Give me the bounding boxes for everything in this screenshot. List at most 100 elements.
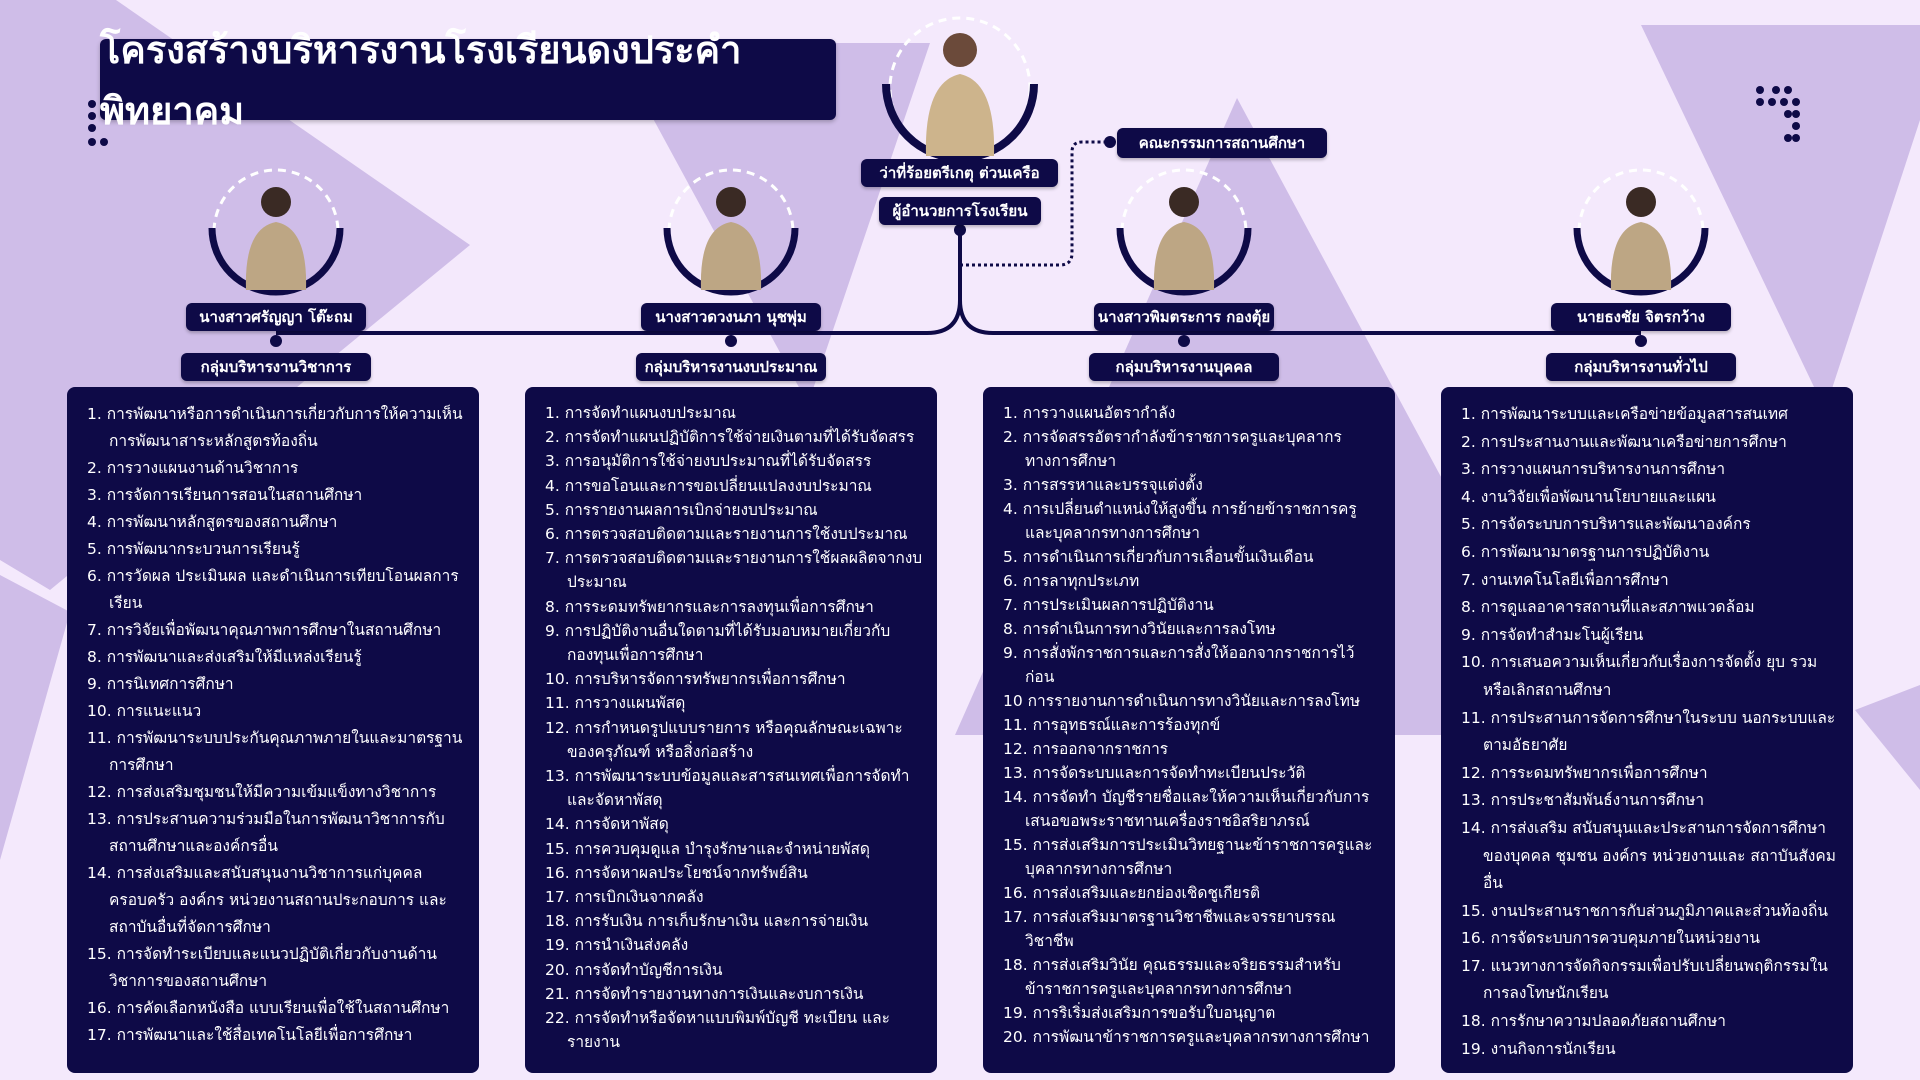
duty-item: 6. การวัดผล ประเมินผล และดำเนินการเทียบโ… xyxy=(87,567,459,612)
person-avatar-icon xyxy=(208,168,344,296)
duty-item: 14. การจัดหาพัสดุ xyxy=(545,815,669,834)
duty-item: 1. การจัดทำแผนงบประมาณ xyxy=(545,404,737,422)
duty-item: 2. การวางแผนงานด้านวิชาการ xyxy=(87,459,299,477)
duty-item: 4. งานวิจัยเพื่อพัฒนานโยบายและแผน xyxy=(1461,487,1716,506)
duty-item: 16. การจัดหาผลประโยชน์จากทรัพย์สิน xyxy=(545,863,808,882)
duty-item: 6. การตรวจสอบติดตามและรายงานการใช้งบประม… xyxy=(545,525,908,544)
duty-item: 7. การวิจัยเพื่อพัฒนาคุณภาพการศึกษาในสถา… xyxy=(87,621,442,639)
duty-item: 12. การกำหนดรูปแบบรายการ หรือคุณลักษณะเฉ… xyxy=(545,718,903,761)
duty-item: 17. การพัฒนาและใช้สื่อเทคโนโลยีเพื่อการศ… xyxy=(87,1026,413,1044)
group-name-label: กลุ่มบริหารงานทั่วไป xyxy=(1546,353,1736,381)
duty-item: 13. การประสานความร่วมมือในการพัฒนาวิชากา… xyxy=(87,810,445,855)
duty-item: 9. การปฏิบัติงานอื่นใดตามที่ได้รับมอบหมา… xyxy=(545,621,891,665)
duty-item: 2. การจัดทำแผนปฏิบัติการใช้จ่ายเงินตามที… xyxy=(545,428,915,447)
director-photo xyxy=(880,8,1040,168)
duty-item: 19. การนำเงินส่งคลัง xyxy=(545,936,689,955)
duty-item: 10. การบริหารจัดการทรัพยากรเพื่อการศึกษา xyxy=(545,670,846,689)
duty-item: 8. การระดมทรัพยากรและการลงทุนเพื่อการศึก… xyxy=(545,597,874,616)
duty-item: 3. การวางแผนการบริหารงานการศึกษา xyxy=(1461,460,1726,479)
bg-triangle xyxy=(1641,25,1920,410)
duty-item: 9. การจัดทำสำมะโนผู้เรียน xyxy=(1461,625,1644,644)
bg-triangle xyxy=(1855,685,1920,790)
duty-item: 21. การจัดทำรายงานทางการเงินและงบการเงิน xyxy=(545,984,864,1003)
person-avatar-icon xyxy=(882,16,1038,162)
group-duties-panel: 1. การพัฒนาหรือการดำเนินการเกี่ยวกับการใ… xyxy=(67,387,479,1073)
duties-list: 1. การจัดทำแผนงบประมาณ 2. การจัดทำแผนปฏิบ… xyxy=(545,401,923,1054)
person-avatar-icon xyxy=(1116,168,1252,296)
group-name-label: กลุ่มบริหารงานวิชาการ xyxy=(181,353,371,381)
duty-item: 19. งานกิจการนักเรียน xyxy=(1461,1039,1616,1058)
duties-list: 1. การพัฒนาหรือการดำเนินการเกี่ยวกับการใ… xyxy=(87,401,465,1049)
group-name-label: กลุ่มบริหารงานงบประมาณ xyxy=(636,353,826,381)
duty-item: 7. การตรวจสอบติดตามและรายงานการใช้ผลผลิต… xyxy=(545,549,923,592)
group-head-name: นางสาวดวงนภา นุชพุ่ม xyxy=(641,303,821,331)
duty-item: 20. การพัฒนาข้าราชการครูและบุคลากรทางการ… xyxy=(1003,1028,1370,1046)
duty-item: 8. การพัฒนาและส่งเสริมให้มีแหล่งเรียนรู้ xyxy=(87,648,362,666)
duty-item: 1. การวางแผนอัตรากำลัง xyxy=(1003,404,1176,422)
group-head-photo xyxy=(1114,162,1254,302)
duty-item: 14. การส่งเสริม สนับสนุนและประสานการจัดก… xyxy=(1461,818,1836,893)
duty-item: 1. การพัฒนาระบบและเครือข่ายข้อมูลสารสนเท… xyxy=(1461,405,1788,423)
duty-item: 11. การพัฒนาระบบประกันคุณภาพภายในและมาตร… xyxy=(87,729,463,774)
person-avatar-icon xyxy=(1573,168,1709,296)
duty-item: 3. การสรรหาและบรรจุแต่งตั้ง xyxy=(1003,476,1203,494)
group-duties-panel: 1. การวางแผนอัตรากำลัง 2. การจัดสรรอัตราก… xyxy=(983,387,1395,1073)
group-head-name: นางสาวศรัญญา โต๊ะถม xyxy=(186,303,366,331)
duty-item: 9. การสั่งพักราชการและการสั่งให้ออกจากรา… xyxy=(1003,644,1355,686)
duty-item: 13. การพัฒนาระบบข้อมูลและสารสนเทศเพื่อกา… xyxy=(545,767,910,810)
duty-item: 22. การจัดทำหรือจัดหาแบบพิมพ์บัญชี ทะเบี… xyxy=(545,1009,890,1052)
director-name: ว่าที่ร้อยตรีเกตุ ต่วนเครือ xyxy=(861,159,1058,187)
duty-item: 7. งานเทคโนโลยีเพื่อการศึกษา xyxy=(1461,570,1669,589)
duty-item: 6. การพัฒนามาตรฐานการปฏิบัติงาน xyxy=(1461,542,1710,561)
group-duties-panel: 1. การพัฒนาระบบและเครือข่ายข้อมูลสารสนเท… xyxy=(1441,387,1853,1073)
group-head-photo xyxy=(661,162,801,302)
duty-item: 5. การดำเนินการเกี่ยวกับการเลื่อนขั้นเงิ… xyxy=(1003,548,1314,566)
duties-list: 1. การพัฒนาระบบและเครือข่ายข้อมูลสารสนเท… xyxy=(1461,401,1839,1063)
duty-item: 4. การเปลี่ยนตำแหน่งให้สูงขึ้น การย้ายข้… xyxy=(1003,500,1357,542)
duty-item: 5. การจัดระบบการบริหารและพัฒนาองค์กร xyxy=(1461,515,1751,534)
duty-item: 10. การเสนอความเห็นเกี่ยวกับเรื่องการจัด… xyxy=(1461,653,1818,699)
duty-item: 19. การริเริ่มส่งเสริมการขอรับใบอนุญาต xyxy=(1003,1004,1276,1022)
duty-item: 17. การเบิกเงินจากคลัง xyxy=(545,888,704,907)
duty-item: 12. การระดมทรัพยากรเพื่อการศึกษา xyxy=(1461,763,1708,782)
duty-item: 14. การส่งเสริมและสนับสนุนงานวิชาการแก่บ… xyxy=(87,864,447,936)
committee-label[interactable]: คณะกรรมการสถานศึกษา xyxy=(1117,128,1327,158)
duty-item: 10 การรายงานการดำเนินการทางวินัยและการลง… xyxy=(1003,692,1361,710)
group-name-label: กลุ่มบริหารงานบุคคล xyxy=(1089,353,1279,381)
duty-item: 4. การพัฒนาหลักสูตรของสถานศึกษา xyxy=(87,513,338,531)
duty-item: 5. การพัฒนากระบวนการเรียนรู้ xyxy=(87,540,300,558)
group-head-photo xyxy=(1571,162,1711,302)
duty-item: 18. การรักษาความปลอดภัยสถานศึกษา xyxy=(1461,1012,1726,1031)
duty-item: 5. การรายงานผลการเบิกจ่ายงบประมาณ xyxy=(545,500,818,519)
duty-item: 8. การดูแลอาคารสถานที่และสภาพแวดล้อม xyxy=(1461,598,1755,617)
duty-item: 6. การลาทุกประเภท xyxy=(1003,572,1140,590)
duty-item: 2. การจัดสรรอัตรากำลังข้าราชการครูและบุค… xyxy=(1003,428,1342,470)
page-title: โครงสร้างบริหารงานโรงเรียนดงประคำพิทยาคม xyxy=(100,28,836,133)
committee-connector xyxy=(960,140,1108,267)
duty-item: 15. การควบคุมดูแล บำรุงรักษาและจำหน่ายพั… xyxy=(545,839,870,858)
duty-item: 7. การประเมินผลการปฏิบัติงาน xyxy=(1003,596,1214,614)
connector-line xyxy=(958,299,1641,335)
group-head-photo xyxy=(206,162,346,302)
duty-item: 15. งานประสานราชการกับส่วนภูมิภาคและส่วน… xyxy=(1461,901,1829,920)
duty-item: 17. การส่งเสริมมาตรฐานวิชาชีพและจรรยาบรร… xyxy=(1003,908,1336,950)
duty-item: 3. การจัดการเรียนการสอนในสถานศึกษา xyxy=(87,486,363,504)
duty-item: 20. การจัดทำบัญชีการเงิน xyxy=(545,960,723,979)
duty-item: 1. การพัฒนาหรือการดำเนินการเกี่ยวกับการใ… xyxy=(87,405,463,450)
duty-item: 17. แนวทางการจัดกิจกรรมเพื่อปรับเปลี่ยนพ… xyxy=(1461,956,1828,1003)
duty-item: 11. การประสานการจัดการศึกษาในระบบ นอกระบ… xyxy=(1461,708,1836,755)
duty-item: 4. การขอโอนและการขอเปลี่ยนแปลงงบประมาณ xyxy=(545,476,872,495)
group-duties-panel: 1. การจัดทำแผนงบประมาณ 2. การจัดทำแผนปฏิบ… xyxy=(525,387,937,1073)
duty-item: 16. การคัดเลือกหนังสือ แบบเรียนเพื่อใช้ใ… xyxy=(87,999,450,1017)
duty-item: 16. การส่งเสริมและยกย่องเชิดชูเกียรติ xyxy=(1003,884,1261,902)
duty-item: 15. การส่งเสริมการประเมินวิทยฐานะข้าราชก… xyxy=(1003,836,1373,878)
duty-item: 13. การประชาสัมพันธ์งานการศึกษา xyxy=(1461,791,1705,810)
duty-item: 10. การแนะแนว xyxy=(87,702,202,720)
duty-item: 14. การจัดทำ บัญชีรายชื่อและให้ความเห็นเ… xyxy=(1003,788,1370,830)
duty-item: 16. การจัดระบบการควบคุมภายในหน่วยงาน xyxy=(1461,929,1761,948)
duty-item: 11. การอุทธรณ์และการร้องทุกข์ xyxy=(1003,716,1221,734)
bg-triangle xyxy=(612,43,930,404)
group-head-name: นายธงชัย จิตรกว้าง xyxy=(1551,303,1731,331)
duty-item: 13. การจัดระบบและการจัดทำทะเบียนประวัติ xyxy=(1003,764,1306,782)
duty-item: 15. การจัดทำระเบียบและแนวปฏิบัติเกี่ยวกั… xyxy=(87,945,437,990)
